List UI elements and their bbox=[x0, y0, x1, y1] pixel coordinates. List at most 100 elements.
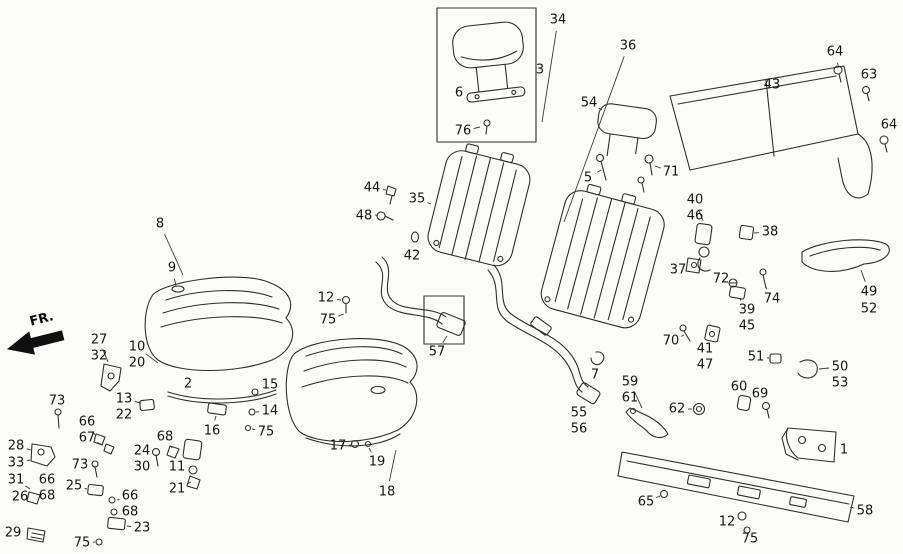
leader-line-75 bbox=[338, 313, 345, 317]
headrest-crossbar-art bbox=[466, 86, 526, 103]
washer-42-icon bbox=[410, 231, 420, 243]
part-label-11: 11 bbox=[169, 460, 186, 475]
part-label-61: 61 bbox=[622, 391, 639, 406]
leader-line-59 bbox=[634, 391, 643, 409]
part-label-64: 64 bbox=[827, 45, 844, 60]
part-label-63: 63 bbox=[861, 68, 878, 83]
left-cushion-art bbox=[144, 276, 294, 372]
leader-line-40 bbox=[698, 210, 704, 222]
mount-bracket-art bbox=[781, 427, 837, 463]
part-label-68: 68 bbox=[39, 489, 56, 504]
part-label-5: 5 bbox=[584, 171, 592, 186]
leader-line-25 bbox=[84, 488, 88, 490]
part-label-31: 31 bbox=[8, 473, 25, 488]
leader-line-76 bbox=[473, 126, 481, 129]
part-label-2: 2 bbox=[184, 377, 192, 392]
part-label-16: 16 bbox=[204, 424, 221, 439]
part-label-29: 29 bbox=[5, 526, 22, 541]
side-bolster-art bbox=[801, 239, 890, 272]
part-label-68: 68 bbox=[157, 430, 174, 445]
part-label-40: 40 bbox=[687, 193, 704, 208]
part-label-35: 35 bbox=[409, 192, 426, 207]
leader-line-67 bbox=[96, 441, 104, 446]
leader-line-75 bbox=[251, 428, 256, 431]
part-label-49: 49 bbox=[861, 285, 878, 300]
leader-line-74 bbox=[765, 286, 768, 290]
part-label-9: 9 bbox=[168, 261, 176, 276]
bolt-63-icon bbox=[861, 85, 871, 102]
part-label-24: 24 bbox=[134, 444, 151, 459]
part-label-62: 62 bbox=[669, 402, 686, 417]
part-label-65: 65 bbox=[638, 495, 655, 510]
headrest-detail-box bbox=[436, 7, 537, 143]
part-label-47: 47 bbox=[697, 358, 714, 373]
fr-arrow: FR. bbox=[6, 309, 65, 355]
part-label-75: 75 bbox=[258, 425, 275, 440]
left-seatback-art bbox=[427, 143, 531, 267]
part-label-57: 57 bbox=[429, 345, 446, 360]
part-label-66: 66 bbox=[79, 415, 96, 430]
leader-line-9 bbox=[173, 278, 177, 287]
part-label-30: 30 bbox=[134, 460, 151, 475]
right-cushion-art bbox=[285, 338, 418, 449]
part-label-1: 1 bbox=[840, 443, 848, 458]
part-label-23: 23 bbox=[134, 521, 151, 536]
bolt-64-right-icon bbox=[879, 135, 889, 153]
part-label-60: 60 bbox=[731, 380, 748, 395]
leader-line-13 bbox=[134, 401, 142, 404]
part-label-32: 32 bbox=[91, 349, 108, 364]
part-label-48: 48 bbox=[356, 209, 373, 224]
leader-line-10 bbox=[145, 353, 159, 364]
part-label-17: 17 bbox=[330, 439, 347, 454]
leader-line-36 bbox=[563, 56, 625, 223]
part-label-19: 19 bbox=[369, 455, 386, 470]
part-label-15: 15 bbox=[262, 378, 279, 393]
part-label-38: 38 bbox=[762, 225, 779, 240]
part-label-64: 64 bbox=[881, 118, 898, 133]
rear-shelf-panel-art bbox=[669, 65, 873, 199]
part-label-54: 54 bbox=[581, 96, 598, 111]
part-label-27: 27 bbox=[91, 333, 108, 348]
part-label-50: 50 bbox=[832, 360, 849, 375]
leader-line-71 bbox=[654, 165, 661, 169]
part-label-59: 59 bbox=[622, 375, 639, 390]
part-label-18: 18 bbox=[379, 485, 396, 500]
part-label-39: 39 bbox=[739, 303, 756, 318]
leader-line-27 bbox=[102, 350, 109, 363]
part-label-22: 22 bbox=[116, 408, 133, 423]
part-label-66: 66 bbox=[122, 489, 139, 504]
leader-line-66 bbox=[116, 498, 120, 501]
left-hardware-art bbox=[26, 363, 203, 546]
part-label-3: 3 bbox=[536, 63, 544, 78]
leader-line-23 bbox=[126, 525, 132, 527]
part-label-25: 25 bbox=[66, 479, 83, 494]
leader-line-39 bbox=[739, 298, 742, 301]
leader-line-49 bbox=[860, 269, 866, 282]
part-label-52: 52 bbox=[861, 302, 878, 317]
leader-line-19 bbox=[368, 447, 372, 453]
leader-line-12 bbox=[336, 299, 342, 301]
bolt-5-icon bbox=[595, 153, 607, 181]
leader-line-54 bbox=[598, 107, 603, 111]
bolt-76-icon bbox=[483, 119, 491, 135]
leader-line-34 bbox=[541, 30, 557, 123]
part-label-68: 68 bbox=[122, 505, 139, 520]
part-label-55: 55 bbox=[571, 406, 588, 421]
part-label-12: 12 bbox=[318, 291, 335, 306]
hinge-arm-art bbox=[625, 353, 818, 439]
part-label-75: 75 bbox=[742, 532, 759, 547]
clip-48-icon bbox=[376, 211, 394, 221]
part-label-73: 73 bbox=[72, 458, 89, 473]
rear-sill-panel-art bbox=[617, 451, 855, 534]
part-label-46: 46 bbox=[687, 209, 704, 224]
leader-line-31 bbox=[25, 485, 31, 490]
part-label-12: 12 bbox=[719, 515, 736, 530]
part-label-75: 75 bbox=[320, 313, 337, 328]
part-label-72: 72 bbox=[713, 272, 730, 287]
leader-line-18 bbox=[388, 449, 397, 482]
fr-label: FR. bbox=[28, 309, 55, 329]
cushion-frame-art bbox=[139, 295, 351, 432]
